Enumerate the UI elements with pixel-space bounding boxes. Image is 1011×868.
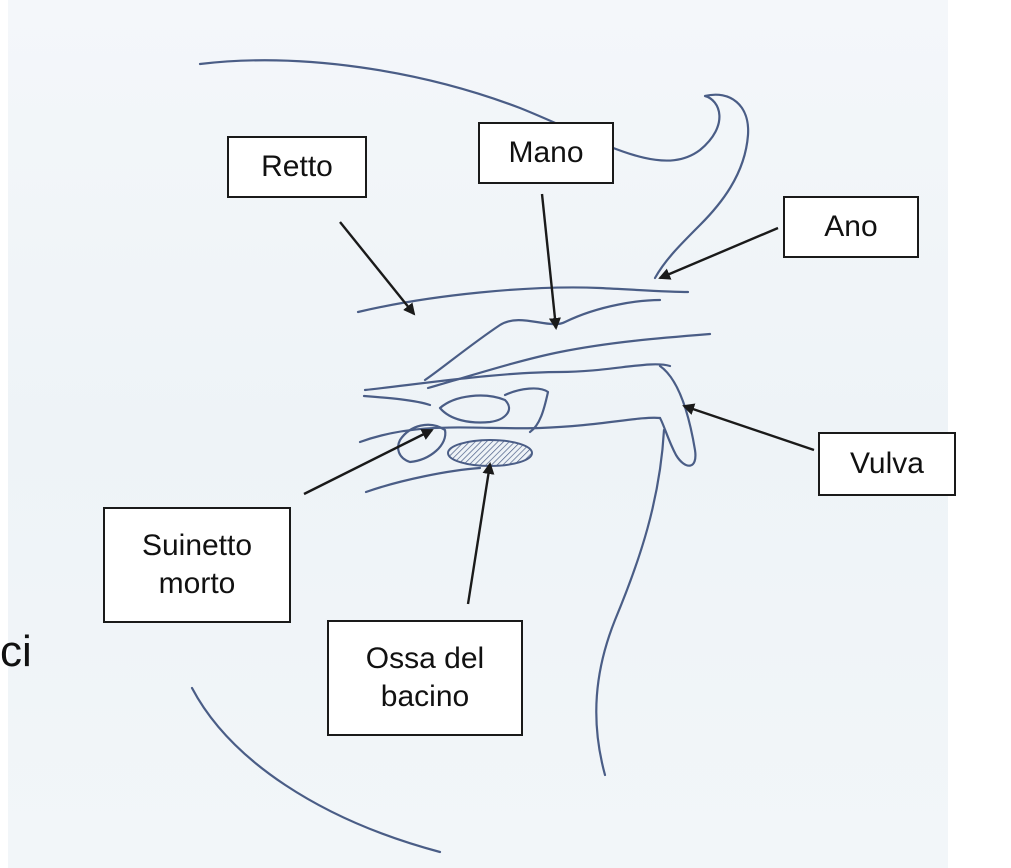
label-ossa-line1: Ossa del [366, 640, 484, 678]
hand-lower [428, 334, 710, 388]
leg-outline [596, 430, 664, 775]
lower-canal [366, 468, 480, 492]
vulva-lip [660, 366, 695, 466]
tail-curve [364, 396, 430, 405]
label-ano: Ano [783, 196, 919, 258]
pelvic-bone [448, 440, 532, 466]
rectum-line [358, 287, 688, 312]
piglet-head [440, 396, 509, 423]
arrow-mano [542, 194, 556, 328]
label-retto-text: Retto [261, 148, 333, 186]
label-ossa-line2: bacino [381, 678, 469, 716]
label-suinetto-morto: Suinetto morto [103, 507, 291, 623]
arrow-vulva [684, 406, 814, 450]
label-mano-text: Mano [508, 134, 583, 172]
birth-canal-bottom [360, 418, 660, 442]
arrow-retto [340, 222, 414, 314]
piglet-body [505, 388, 548, 432]
label-ossa-del-bacino: Ossa del bacino [327, 620, 523, 736]
label-vulva: Vulva [818, 432, 956, 496]
label-vulva-text: Vulva [850, 445, 924, 483]
label-suinetto-line2: morto [159, 565, 236, 603]
label-suinetto-line1: Suinetto [142, 527, 252, 565]
label-mano: Mano [478, 122, 614, 184]
arrow-ossa [468, 464, 490, 604]
cropped-slide-text: ci [0, 622, 32, 682]
label-ano-text: Ano [824, 208, 877, 246]
arrow-ano [660, 228, 778, 278]
birth-canal-top [365, 364, 670, 390]
label-retto: Retto [227, 136, 367, 198]
